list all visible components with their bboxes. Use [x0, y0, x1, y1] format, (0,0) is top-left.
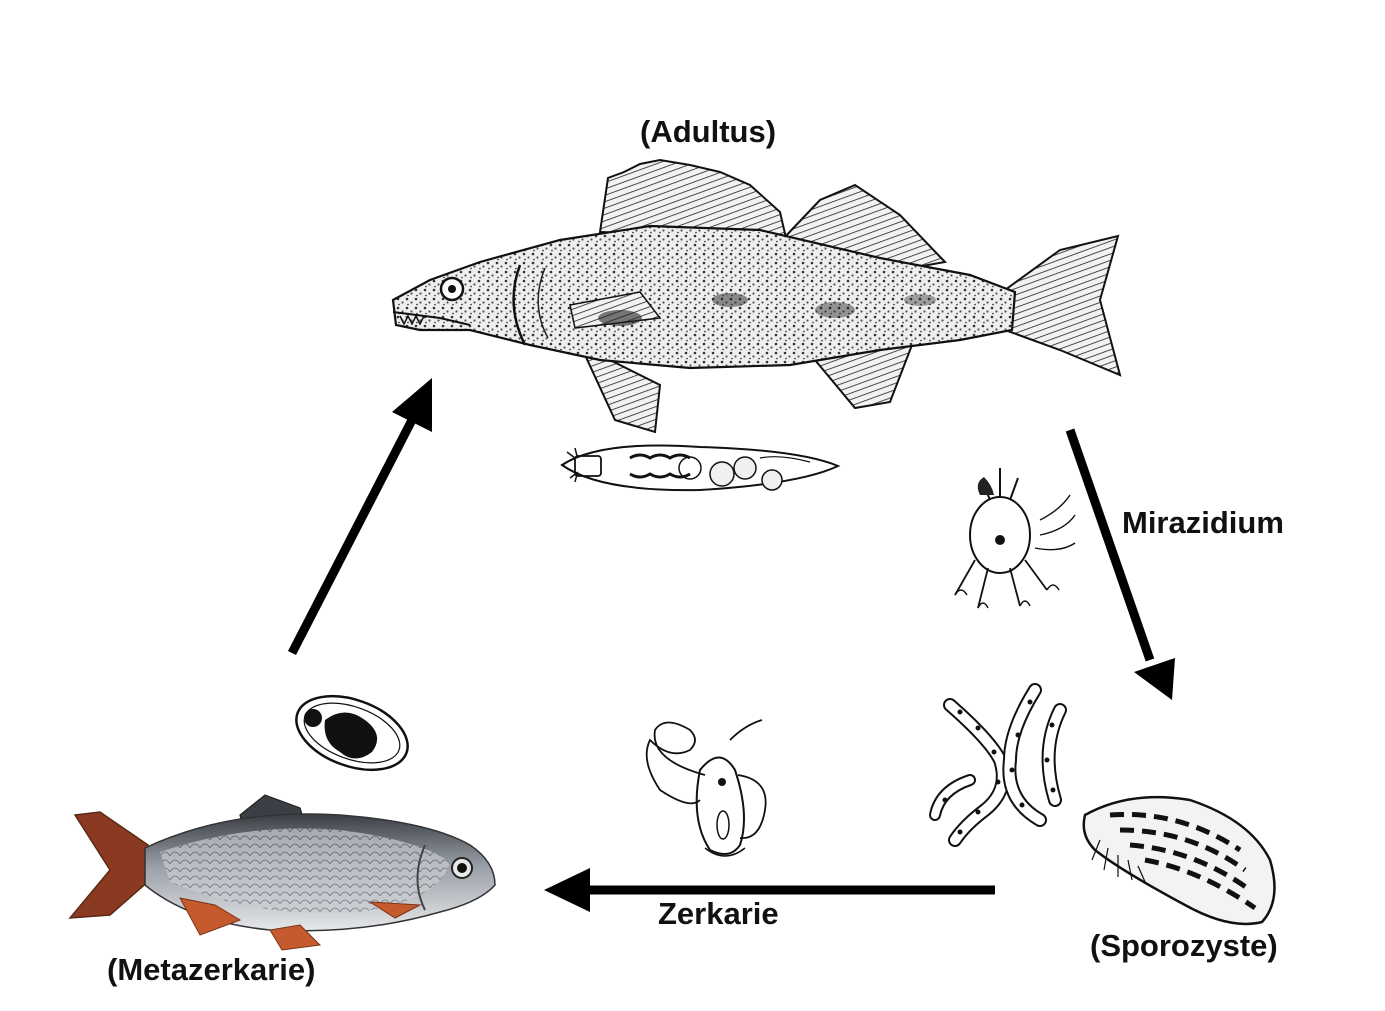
label-miracidium-stage: Mirazidium [1122, 505, 1284, 541]
adult-fluke-illustration [562, 445, 838, 490]
label-cercaria-stage: Zerkarie [658, 896, 779, 932]
cercaria-illustration [647, 720, 766, 856]
arrow-zander-to-mussel [1070, 430, 1175, 700]
label-metacercaria-stage: (Metazerkarie) [107, 952, 315, 988]
roach-fish-illustration [70, 795, 495, 950]
arrow-roach-to-zander [292, 378, 432, 653]
label-adult-stage: (Adultus) [640, 114, 776, 150]
sporocyst-illustration [935, 690, 1060, 840]
metacercaria-cyst-illustration [286, 682, 418, 784]
zander-fish-illustration [393, 160, 1120, 432]
mussel-illustration [1084, 797, 1275, 924]
label-sporocyst-stage: (Sporozyste) [1090, 928, 1278, 964]
miracidium-illustration [955, 468, 1075, 608]
